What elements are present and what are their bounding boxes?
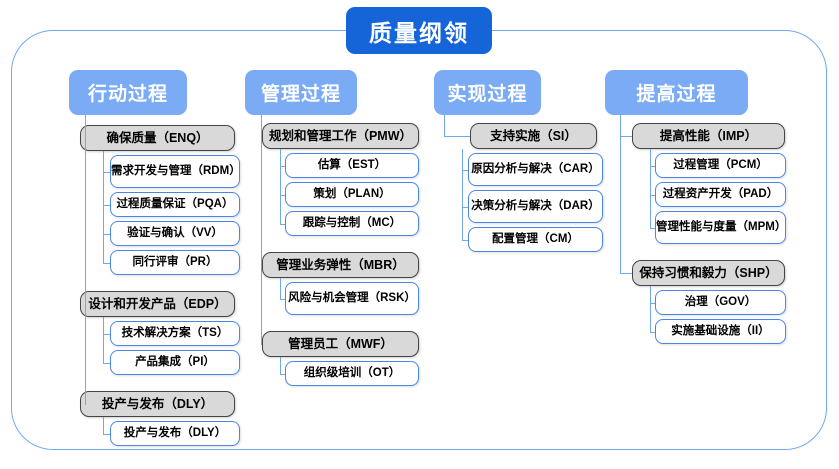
connector-leaf-stub-4-2-2 bbox=[650, 331, 655, 333]
connector-group-stub-4-1 bbox=[620, 136, 632, 138]
column-header-1[interactable]: 行动过程 bbox=[69, 70, 187, 115]
group-box-1-1[interactable]: 确保质量（ENQ） bbox=[80, 125, 235, 151]
connector-child-spine-2-3 bbox=[280, 357, 282, 374]
connector-leaf-stub-2-2-1 bbox=[280, 298, 285, 300]
connector-child-spine-4-2 bbox=[650, 286, 652, 332]
leaf-box-1-2-1[interactable]: 技术解决方案（TS） bbox=[110, 321, 240, 346]
group-box-2-2[interactable]: 管理业务弹性（MBR） bbox=[262, 252, 419, 278]
leaf-box-4-1-3[interactable]: 管理性能与度量（MPM） bbox=[655, 211, 786, 244]
connector-leaf-stub-1-1-4 bbox=[103, 262, 110, 264]
leaf-box-3-1-1[interactable]: 原因分析与解决（CAR） bbox=[468, 153, 603, 186]
connector-leaf-stub-3-1-3 bbox=[462, 239, 468, 241]
connector-leaf-stub-3-1-1 bbox=[462, 169, 468, 171]
connector-child-spine-1-3 bbox=[103, 417, 105, 434]
connector-group-stub-2-3 bbox=[261, 344, 262, 346]
leaf-box-1-1-3[interactable]: 验证与确认（VV） bbox=[110, 221, 240, 246]
connector-child-spine-1-1 bbox=[103, 151, 105, 263]
connector-leaf-stub-1-1-1 bbox=[103, 171, 110, 173]
connector-leaf-stub-2-1-2 bbox=[280, 194, 285, 196]
connector-group-stub-4-2 bbox=[620, 273, 632, 275]
connector-leaf-stub-4-2-1 bbox=[650, 302, 655, 304]
leaf-box-3-1-2[interactable]: 决策分析与解决（DAR） bbox=[468, 190, 603, 223]
connector-leaf-stub-2-1-3 bbox=[280, 223, 285, 225]
leaf-box-2-2-1[interactable]: 风险与机会管理（RSK） bbox=[285, 282, 419, 315]
leaf-box-1-2-2[interactable]: 产品集成（PI） bbox=[110, 350, 240, 375]
connector-leaf-stub-4-1-3 bbox=[650, 227, 655, 229]
connector-child-spine-1-2 bbox=[103, 317, 105, 363]
connector-leaf-stub-2-1-1 bbox=[280, 165, 285, 167]
connector-column-spine-3 bbox=[444, 115, 446, 136]
leaf-box-1-1-2[interactable]: 过程质量保证（PQA） bbox=[110, 192, 240, 217]
leaf-box-1-3-1[interactable]: 投产与发布（DLY） bbox=[110, 421, 240, 446]
connector-leaf-stub-1-1-2 bbox=[103, 204, 110, 206]
leaf-box-2-1-3[interactable]: 跟踪与控制（MC） bbox=[285, 211, 419, 236]
connector-leaf-stub-4-1-2 bbox=[650, 194, 655, 196]
connector-child-spine-2-1 bbox=[280, 149, 282, 224]
connector-child-spine-4-1 bbox=[650, 149, 652, 228]
column-header-4[interactable]: 提高过程 bbox=[605, 70, 748, 115]
connector-leaf-stub-1-2-2 bbox=[103, 362, 110, 364]
connector-child-spine-2-2 bbox=[280, 278, 282, 299]
group-box-1-2[interactable]: 设计和开发产品（EDP） bbox=[80, 291, 235, 317]
connector-leaf-stub-2-3-1 bbox=[280, 373, 285, 375]
connector-leaf-stub-1-1-3 bbox=[103, 233, 110, 235]
leaf-box-2-1-1[interactable]: 估算（EST） bbox=[285, 153, 419, 178]
connector-leaf-stub-1-3-1 bbox=[103, 433, 110, 435]
leaf-box-4-2-2[interactable]: 实施基础设施（II） bbox=[655, 319, 786, 344]
group-box-1-3[interactable]: 投产与发布（DLY） bbox=[80, 391, 235, 417]
leaf-box-4-2-1[interactable]: 治理（GOV） bbox=[655, 290, 786, 315]
connector-leaf-stub-1-2-1 bbox=[103, 333, 110, 335]
leaf-box-2-1-2[interactable]: 策划（PLAN） bbox=[285, 182, 419, 207]
connector-child-spine-3-1 bbox=[462, 149, 464, 240]
leaf-box-2-3-1[interactable]: 组织级培训（OT） bbox=[285, 361, 419, 386]
connector-leaf-stub-4-1-1 bbox=[650, 165, 655, 167]
column-header-2[interactable]: 管理过程 bbox=[245, 70, 357, 115]
connector-column-spine-2 bbox=[261, 115, 263, 344]
connector-group-stub-1-3 bbox=[85, 404, 87, 406]
connector-group-stub-3-1 bbox=[444, 136, 470, 138]
connector-column-spine-4 bbox=[620, 115, 622, 273]
diagram-title: 质量纲领 bbox=[346, 7, 492, 54]
group-box-2-1[interactable]: 规划和管理工作（PMW） bbox=[262, 123, 419, 149]
leaf-box-4-1-2[interactable]: 过程资产开发（PAD） bbox=[655, 182, 786, 207]
group-box-4-1[interactable]: 提高性能（IMP） bbox=[632, 123, 785, 149]
group-box-2-3[interactable]: 管理员工（MWF） bbox=[262, 331, 419, 357]
group-box-4-2[interactable]: 保持习惯和毅力（SHP） bbox=[632, 260, 785, 286]
column-header-3[interactable]: 实现过程 bbox=[434, 70, 541, 115]
leaf-box-3-1-3[interactable]: 配置管理（CM） bbox=[468, 227, 603, 252]
group-box-3-1[interactable]: 支持实施（SI） bbox=[470, 123, 597, 149]
connector-column-spine-1 bbox=[85, 115, 87, 404]
leaf-box-1-1-1[interactable]: 需求开发与管理（RDM） bbox=[110, 155, 241, 188]
connector-leaf-stub-3-1-2 bbox=[462, 206, 468, 208]
leaf-box-4-1-1[interactable]: 过程管理（PCM） bbox=[655, 153, 786, 178]
leaf-box-1-1-4[interactable]: 同行评审（PR） bbox=[110, 250, 240, 275]
